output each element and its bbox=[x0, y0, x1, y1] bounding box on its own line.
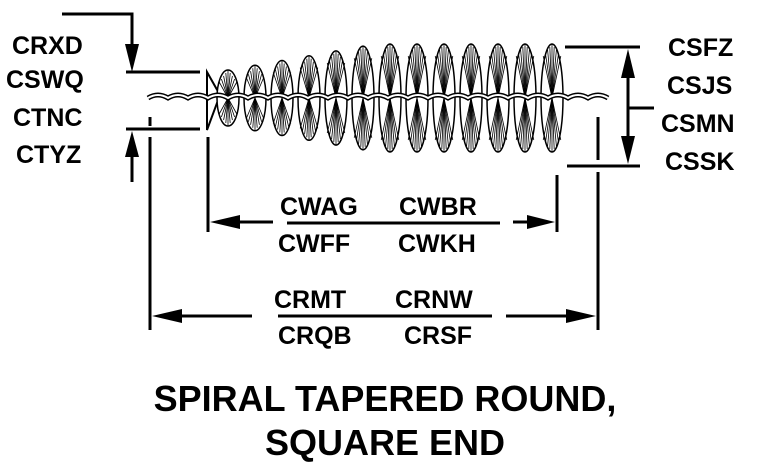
stem-diameter-dimension bbox=[62, 12, 210, 330]
bristle-length-num-1: CWAG bbox=[280, 193, 358, 221]
arrowhead-down bbox=[621, 136, 635, 164]
overall-length-num-2: CRNW bbox=[395, 286, 473, 314]
right-label-3: CSMN bbox=[661, 110, 735, 138]
bristle-length-dimension: CWAG CWBR CWFF CWKH bbox=[210, 193, 555, 258]
bristle-tuft bbox=[405, 43, 429, 153]
brush-illustration bbox=[146, 43, 610, 153]
left-label-stack: CRXD CSWQ CTNC CTYZ bbox=[6, 32, 84, 169]
arrowhead-right bbox=[527, 215, 555, 229]
left-label-2: CSWQ bbox=[6, 66, 84, 94]
wire-highlight bbox=[147, 94, 609, 100]
overall-length-den-2: CRSF bbox=[404, 322, 472, 350]
bristle-length-num-2: CWBR bbox=[399, 193, 477, 221]
left-label-1: CRXD bbox=[12, 32, 83, 60]
arrowhead-up bbox=[621, 49, 635, 78]
arrowhead-left bbox=[210, 215, 240, 229]
diagram-title: SPIRAL TAPERED ROUND, SQUARE END bbox=[154, 378, 617, 463]
title-line-1: SPIRAL TAPERED ROUND, bbox=[154, 378, 617, 419]
left-label-3: CTNC bbox=[13, 104, 82, 132]
square-end bbox=[206, 68, 222, 131]
right-label-2: CSJS bbox=[667, 72, 732, 100]
leader-line-top bbox=[62, 12, 134, 52]
right-label-4: CSSK bbox=[665, 148, 734, 176]
bristle-tuft bbox=[378, 43, 402, 153]
bristle-tuft bbox=[243, 64, 267, 132]
arrowhead-up bbox=[125, 131, 139, 157]
bristle-tuft bbox=[486, 43, 510, 153]
bristle-length-den-1: CWFF bbox=[278, 230, 350, 258]
right-label-1: CSFZ bbox=[668, 34, 733, 62]
left-label-4: CTYZ bbox=[16, 141, 81, 169]
brush-diameter-dimension bbox=[555, 45, 654, 330]
arrowhead-down bbox=[125, 44, 139, 72]
arrowhead-right bbox=[566, 309, 596, 323]
overall-length-den-1: CRQB bbox=[278, 322, 352, 350]
overall-length-dimension: CRMT CRNW CRQB CRSF bbox=[152, 286, 596, 350]
overall-length-num-1: CRMT bbox=[274, 286, 346, 314]
bristle-length-den-2: CWKH bbox=[398, 230, 476, 258]
title-line-2: SQUARE END bbox=[265, 422, 505, 463]
right-label-stack: CSFZ CSJS CSMN CSSK bbox=[661, 34, 735, 176]
arrowhead-left bbox=[152, 309, 182, 323]
